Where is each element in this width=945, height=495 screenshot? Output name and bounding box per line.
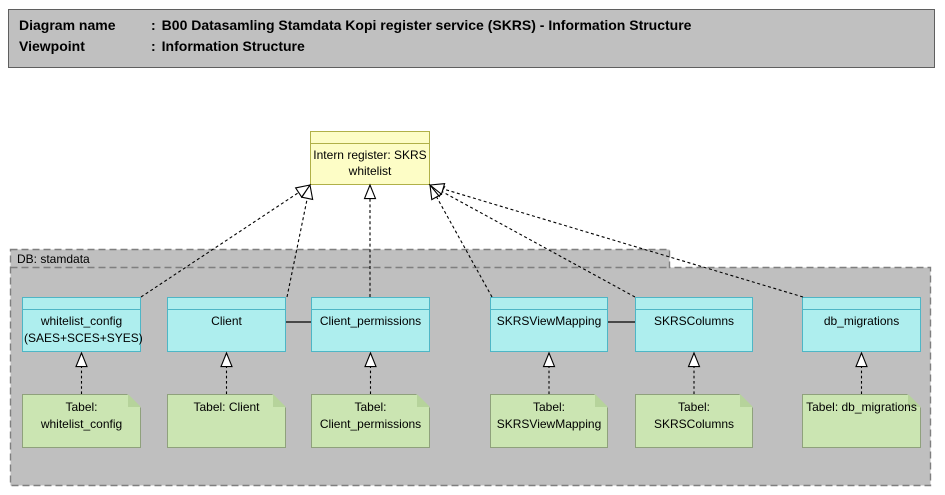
entity-client-permissions[interactable]: Client_permissions xyxy=(311,297,430,352)
note-label: Tabel: Client xyxy=(193,400,260,414)
note-tabel-skrsviewmapping[interactable]: Tabel: SKRSViewMapping xyxy=(490,394,608,448)
entity-label: Client xyxy=(211,314,242,328)
viewpoint-colon: : xyxy=(151,38,156,54)
entity-compartment-divider xyxy=(168,298,285,310)
note-tabel-whitelist-config[interactable]: Tabel: whitelist_config xyxy=(22,394,141,448)
note-label: Tabel: SKRSViewMapping xyxy=(496,400,602,431)
entity-skrsviewmapping[interactable]: SKRSViewMapping xyxy=(490,297,608,352)
viewpoint-row: Viewpoint: Information Structure xyxy=(19,36,934,57)
viewpoint-label: Viewpoint xyxy=(19,38,85,54)
note-label: Tabel: SKRSColumns xyxy=(653,400,735,431)
diagram-name-label: Diagram name xyxy=(19,17,116,33)
note-tabel-client[interactable]: Tabel: Client xyxy=(167,394,286,448)
viewpoint-value: Information Structure xyxy=(161,38,305,54)
entity-compartment-divider xyxy=(23,298,140,310)
entity-compartment-divider xyxy=(636,298,752,310)
entity-label: SKRSViewMapping xyxy=(496,314,602,328)
group-db-stamdata-shape[interactable] xyxy=(9,248,932,487)
entity-intern-register-skrs-whitelist[interactable]: Intern register: SKRS whitelist xyxy=(310,131,430,185)
entity-compartment-divider xyxy=(312,298,429,310)
diagram-name-value: B00 Datasamling Stamdata Kopi register s… xyxy=(161,17,692,33)
diagram-metadata-panel: Diagram name: B00 Datasamling Stamdata Ko… xyxy=(8,9,935,68)
entity-label: Intern register: SKRS whitelist xyxy=(313,148,427,178)
realization-db-migrations-to-register xyxy=(428,183,804,298)
note-tabel-db-migrations[interactable]: Tabel: db_migrations xyxy=(802,394,921,448)
realization-skrsviewmapping-to-register xyxy=(429,183,493,298)
entity-label: Client_permissions xyxy=(319,314,422,328)
realization-whitelist-config-to-register xyxy=(140,184,312,298)
realization-skrscolumns-to-register xyxy=(428,184,636,298)
entity-label: db_migrations xyxy=(823,314,900,328)
entity-compartment-divider xyxy=(803,298,920,310)
entity-label: whitelist_config (SAES+SCES+SYES) xyxy=(24,314,143,345)
group-db-stamdata-label: DB: stamdata xyxy=(17,252,90,266)
entity-compartment-divider xyxy=(491,298,607,310)
diagram-name-row: Diagram name: B00 Datasamling Stamdata Ko… xyxy=(19,15,934,36)
entity-client[interactable]: Client xyxy=(167,297,286,352)
note-label: Tabel: db_migrations xyxy=(806,400,917,414)
entity-label: SKRSColumns xyxy=(653,314,735,328)
note-tabel-client-permissions[interactable]: Tabel: Client_permissions xyxy=(311,394,430,448)
entity-db-migrations[interactable]: db_migrations xyxy=(802,297,921,352)
note-label: Tabel: whitelist_config xyxy=(40,400,123,431)
diagram-name-colon: : xyxy=(151,17,156,33)
realization-client-to-register xyxy=(286,183,314,298)
entity-whitelist-config[interactable]: whitelist_config (SAES+SCES+SYES) xyxy=(22,297,143,352)
note-label: Tabel: Client_permissions xyxy=(319,400,422,431)
entity-skrscolumns[interactable]: SKRSColumns xyxy=(635,297,753,352)
note-tabel-skrscolumns[interactable]: Tabel: SKRSColumns xyxy=(635,394,753,448)
entity-compartment-divider xyxy=(311,132,429,144)
